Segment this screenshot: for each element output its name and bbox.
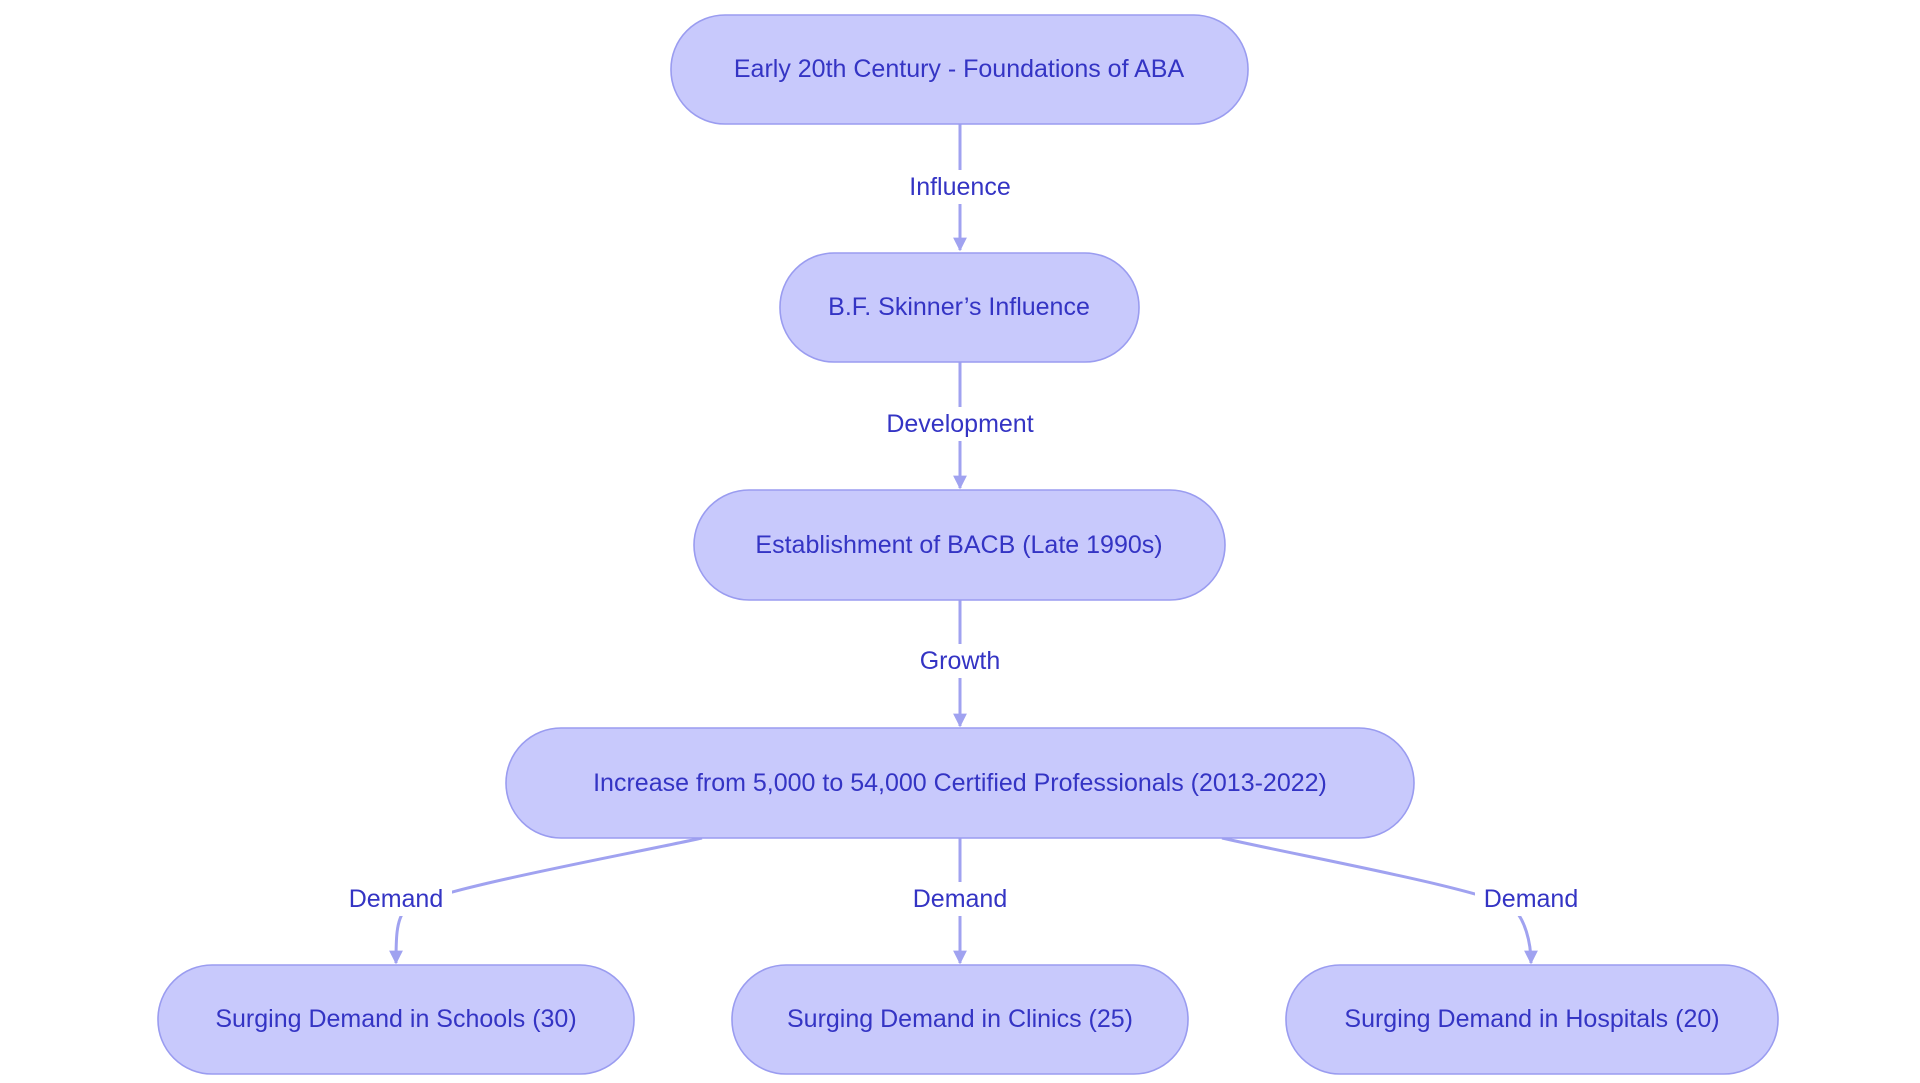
- node-increase: Increase from 5,000 to 54,000 Certified …: [505, 727, 1415, 839]
- edge-label-development-text: Development: [886, 410, 1033, 438]
- node-clinics: Surging Demand in Clinics (25): [731, 964, 1189, 1075]
- edge-label-growth: Growth: [908, 644, 1012, 678]
- edge-label-demand-hospitals: Demand: [1475, 882, 1587, 916]
- edge-label-influence: Influence: [898, 170, 1022, 204]
- edge-label-growth-text: Growth: [920, 647, 1001, 675]
- node-bacb: Establishment of BACB (Late 1990s): [693, 489, 1226, 601]
- edge-label-demand-clinics: Demand: [904, 882, 1016, 916]
- node-foundations: Early 20th Century - Foundations of ABA: [670, 14, 1249, 125]
- edge-label-demand-hospitals-text: Demand: [1484, 885, 1579, 913]
- node-hospitals: Surging Demand in Hospitals (20): [1285, 964, 1779, 1075]
- edge-label-demand-clinics-text: Demand: [913, 885, 1008, 913]
- node-skinner-label: B.F. Skinner’s Influence: [828, 293, 1090, 321]
- node-hospitals-label: Surging Demand in Hospitals (20): [1344, 1005, 1719, 1033]
- node-bacb-label: Establishment of BACB (Late 1990s): [755, 531, 1162, 559]
- edge-label-influence-text: Influence: [909, 173, 1010, 201]
- edge-label-development: Development: [872, 407, 1048, 441]
- node-schools: Surging Demand in Schools (30): [157, 964, 635, 1075]
- node-skinner: B.F. Skinner’s Influence: [779, 252, 1140, 363]
- node-schools-label: Surging Demand in Schools (30): [215, 1005, 576, 1033]
- node-clinics-label: Surging Demand in Clinics (25): [787, 1005, 1133, 1033]
- node-foundations-label: Early 20th Century - Foundations of ABA: [734, 55, 1185, 83]
- node-increase-label: Increase from 5,000 to 54,000 Certified …: [593, 769, 1327, 797]
- edge-label-demand-schools: Demand: [340, 882, 452, 916]
- edge-label-demand-schools-text: Demand: [349, 885, 444, 913]
